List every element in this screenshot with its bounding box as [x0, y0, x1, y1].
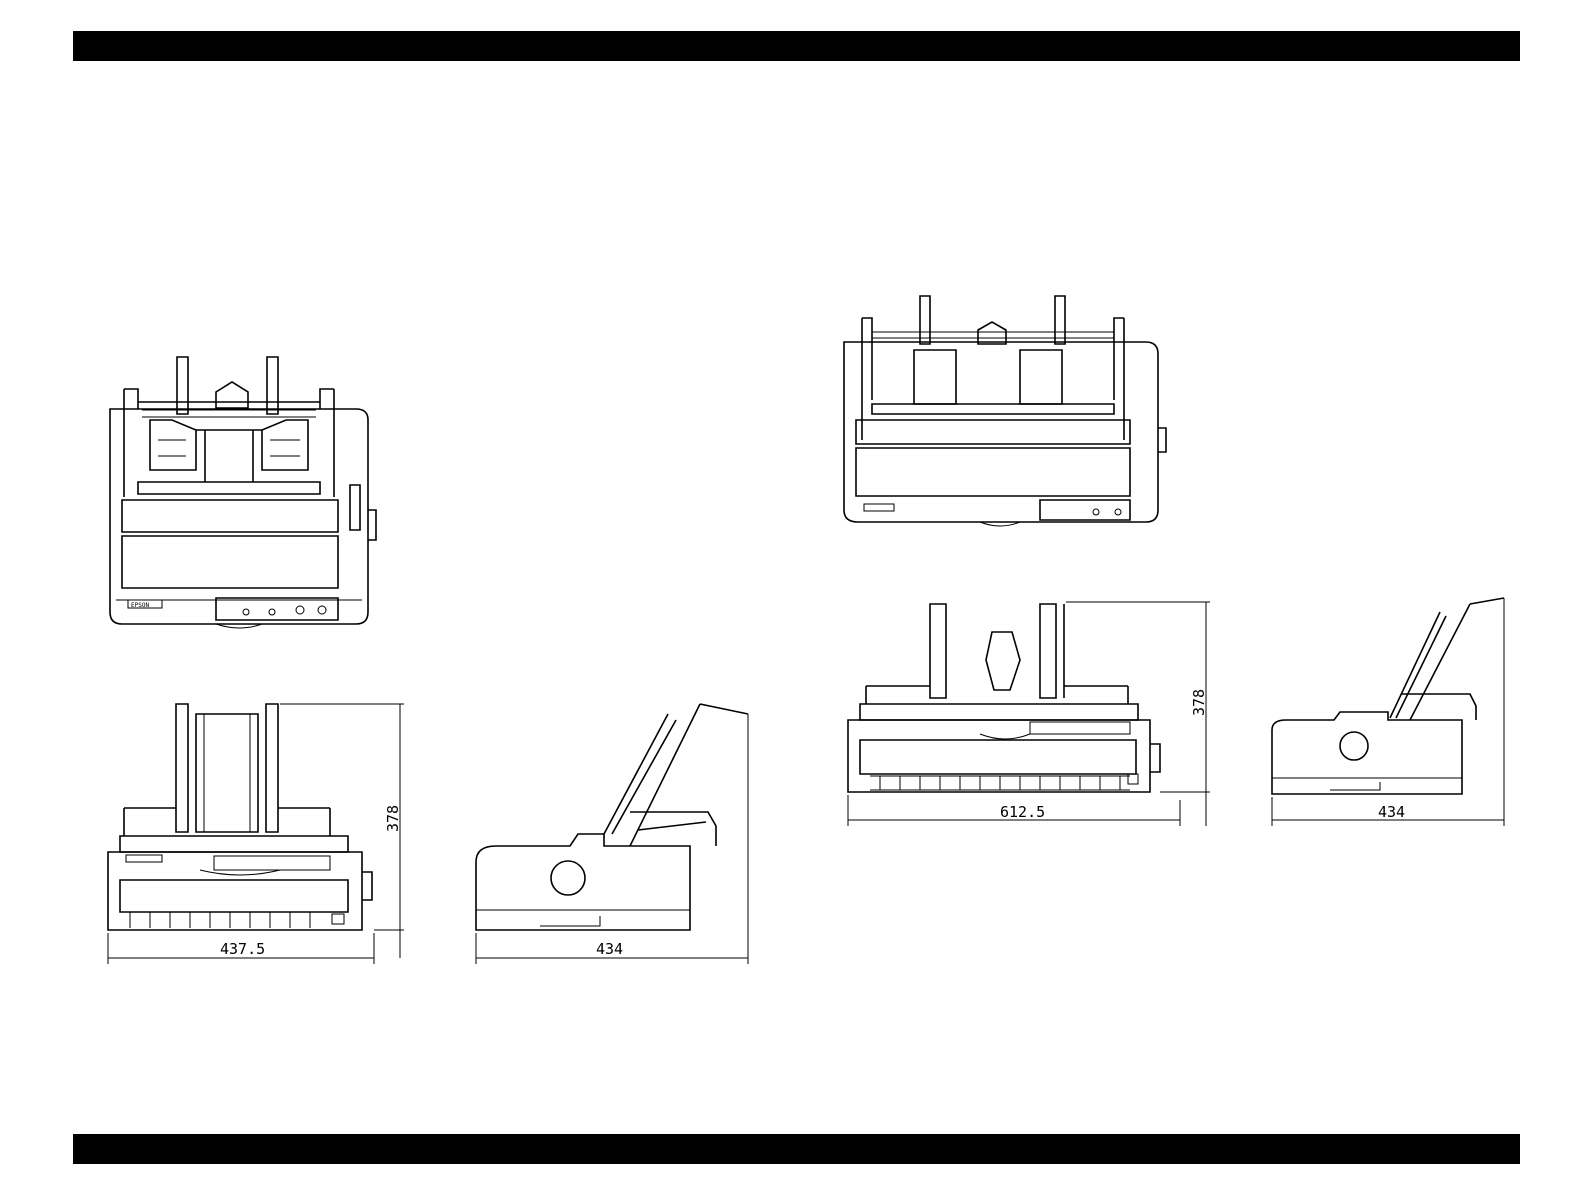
narrow-side-view [476, 704, 748, 930]
width-dimension-label: 437.5 [220, 940, 265, 958]
wide-width-dimension: 612.5 [848, 795, 1180, 826]
wide-height-dimension-label: 378 [1190, 689, 1208, 716]
narrow-height-dimension: 378 [280, 704, 404, 958]
narrow-depth-dimension: 434 [476, 714, 748, 964]
narrow-top-view: EPSON [110, 357, 376, 628]
depth-dimension-label: 434 [596, 940, 623, 958]
wide-top-view [844, 296, 1166, 526]
height-dimension-label: 378 [384, 805, 402, 832]
wide-depth-dimension-label: 434 [1378, 803, 1405, 821]
wide-front-view [848, 604, 1160, 792]
narrow-front-view [108, 704, 372, 930]
brand-label: EPSON [131, 602, 149, 609]
wide-side-view [1272, 598, 1504, 794]
narrow-width-dimension: 437.5 [108, 933, 374, 964]
wide-width-dimension-label: 612.5 [1000, 803, 1045, 821]
